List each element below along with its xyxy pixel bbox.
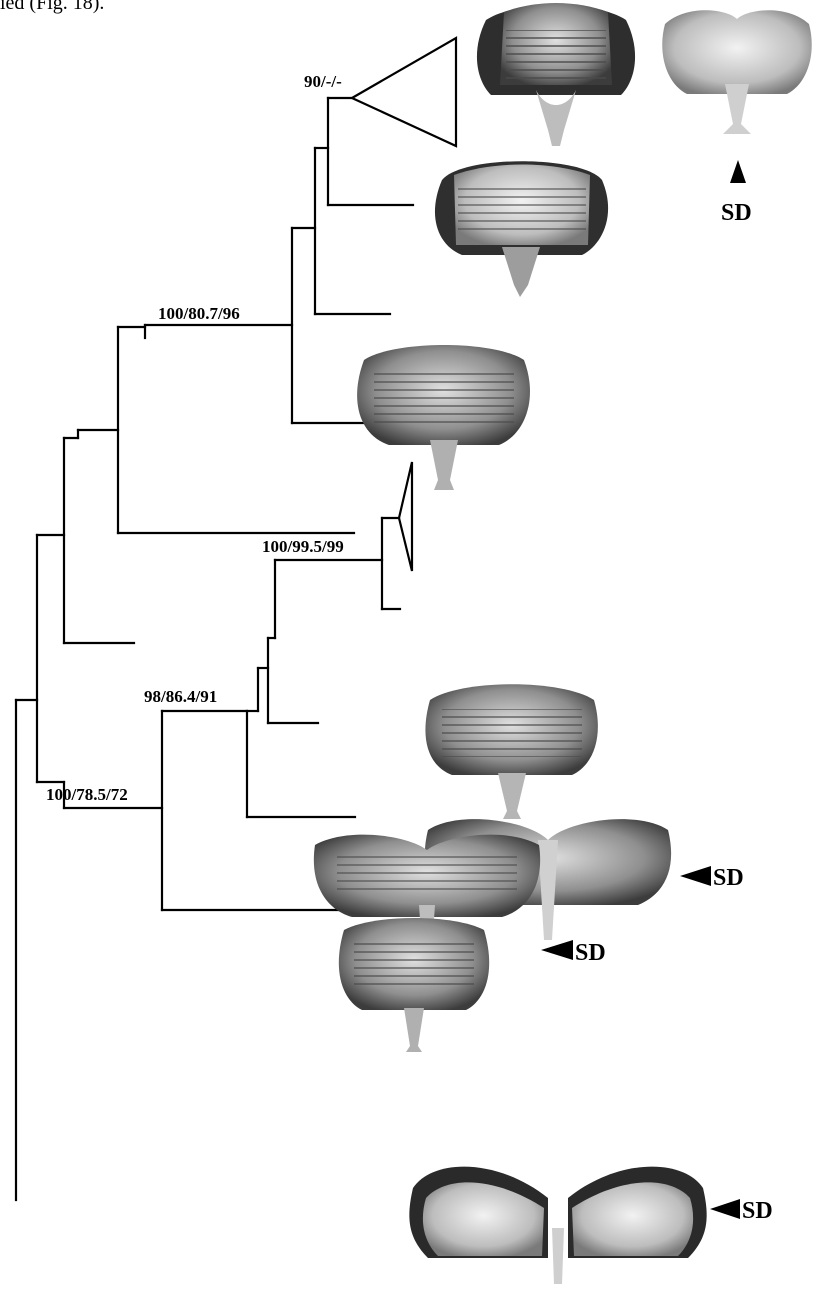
tree-branches (16, 38, 456, 1200)
support-value: 98/86.4/91 (144, 687, 217, 706)
specimen-image (425, 684, 597, 819)
support-value: 100/80.7/96 (158, 304, 240, 323)
arrowhead-left-icon (541, 940, 573, 960)
support-value: 90/-/- (304, 72, 342, 91)
specimen-image (409, 1167, 706, 1284)
arrowhead-left-icon (680, 866, 711, 886)
specimen-image (662, 10, 812, 134)
support-value: 100/99.5/99 (262, 537, 344, 556)
specimen-image (477, 3, 635, 146)
specimen-image (435, 161, 608, 297)
sd-label: SD (713, 865, 744, 891)
support-labels: 90/-/- 100/80.7/96 100/99.5/99 98/86.4/9… (46, 72, 344, 804)
sd-marker: SD (680, 865, 744, 891)
collapsed-clade-triangle (399, 462, 412, 571)
caption-fragment: ied (Fig. 18). (0, 0, 104, 15)
sd-label: SD (721, 200, 752, 226)
sd-marker: SD (541, 940, 606, 966)
specimen-image (357, 345, 530, 490)
sd-marker: SD (721, 160, 752, 226)
collapsed-clade-triangle (352, 38, 456, 146)
sd-marker: SD (710, 1198, 773, 1224)
arrowhead-up-icon (730, 160, 746, 183)
support-value: 100/78.5/72 (46, 785, 128, 804)
arrowhead-left-icon (710, 1199, 740, 1219)
specimen-image (339, 918, 489, 1052)
sd-label: SD (742, 1198, 773, 1224)
sd-label: SD (575, 940, 606, 966)
